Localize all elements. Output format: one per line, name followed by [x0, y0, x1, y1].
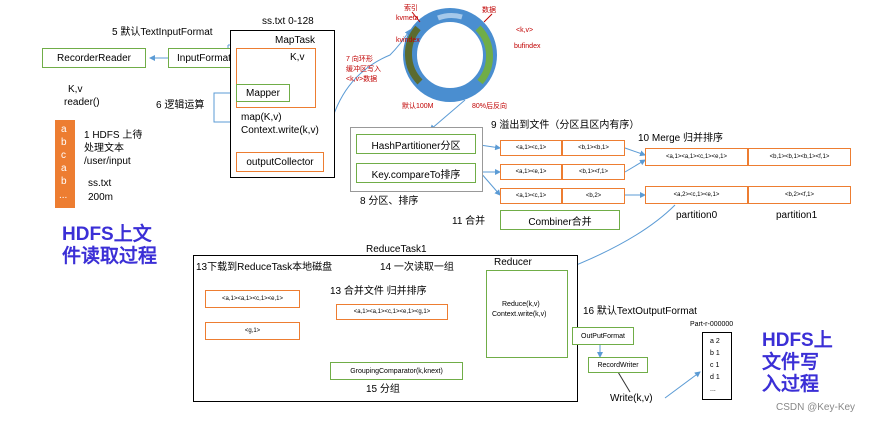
step1-line3: /user/input — [84, 156, 131, 167]
part-line: b 1 — [710, 350, 720, 357]
hdfs-read-title: HDFS上文 件读取过程 — [62, 224, 157, 268]
file-name: ss.txt — [88, 178, 112, 189]
reverse-label: 80%后反向 — [472, 103, 508, 110]
step8-label: 8 分区、排序 — [360, 196, 419, 207]
file-size: 200m — [88, 192, 114, 203]
step1-line2: 处理文本 — [84, 143, 124, 154]
record-writer-box: RecordWriter — [588, 357, 648, 373]
default-size-label: 默认100M — [402, 103, 434, 110]
downloaded-file-1: <a,1><a,1><c,1><e,1> — [205, 290, 300, 308]
step13-merge-label: 13 合并文件 归并排序 — [330, 286, 427, 297]
maptask-name: MapTask — [275, 35, 316, 46]
step5-label: 5 默认TextInputFormat — [112, 27, 213, 38]
step7-line2: 缓冲区写入 — [346, 66, 381, 73]
step9-label: 9 溢出到文件（分区且区内有序） — [491, 120, 640, 131]
file-char: a — [61, 124, 67, 135]
partition0-label: partition0 — [676, 210, 718, 221]
step16-label: 16 默认TextOutputFormat — [583, 306, 697, 317]
map-function-frame — [236, 48, 316, 108]
step11-label: 11 合并 — [452, 216, 486, 227]
bufindex-label: bufindex — [514, 43, 541, 50]
combine-cell: <a,2><c,1><e,1> — [645, 186, 748, 204]
output-collector-box: outputCollector — [236, 152, 324, 172]
file-char: c — [61, 150, 66, 161]
recorder-reader-box: RecorderReader — [42, 48, 146, 68]
file-char: b — [61, 176, 67, 187]
hdfs-write-title: HDFS上 文件写 入过程 — [762, 330, 833, 396]
hash-partitioner-box: HashPartitioner分区 — [356, 134, 476, 154]
step7-line3: <k,v>数据 — [346, 76, 378, 83]
hdfs-write-title-line3: 入过程 — [762, 374, 820, 395]
map-code-1: map(K,v) — [241, 112, 282, 123]
merge-cell: <b,1><b,1><b,1><f,1> — [748, 148, 851, 166]
combiner-box: Combiner合并 — [500, 210, 620, 230]
hdfs-write-title-line1: HDFS上 — [762, 330, 833, 351]
kvindex-label: kvindex — [396, 37, 420, 44]
map-code-2: Context.write(k,v) — [241, 125, 319, 136]
merge-cell: <a,1><a,1><c,1><e,1> — [645, 148, 748, 166]
watermark: CSDN @Key-Key — [776, 402, 856, 413]
reducer-box — [486, 270, 568, 358]
spill-cell: <a,1><c,1> — [500, 140, 562, 156]
input-format-box: InputFormat — [168, 48, 240, 68]
step6-label: 6 逻辑运算 — [156, 100, 205, 111]
grouping-comparator-box: GroupingComparator(k,knext) — [330, 362, 463, 380]
spill-cell: <a,1><c,1> — [500, 188, 562, 204]
spill-cell: <b,2> — [562, 188, 625, 204]
kv-label: K,v — [68, 84, 83, 95]
reader-label: reader() — [64, 97, 100, 108]
reducer-label: Reducer — [494, 257, 532, 268]
step13-download-label: 13下载到ReduceTask本地磁盘 — [196, 262, 333, 273]
step1-line1: 1 HDFS 上待 — [84, 130, 143, 141]
step14-label: 14 一次读取一组 — [380, 262, 454, 273]
maptask-kv: K,v — [290, 52, 305, 63]
merged-file: <a,1><a,1><c,1><e,1><g,1> — [336, 304, 448, 320]
output-format-box: OutPutFormat — [572, 327, 634, 345]
part-line: ... — [710, 386, 716, 393]
compare-to-box: Key.compareTo排序 — [356, 163, 476, 183]
maptask-title: ss.txt 0-128 — [262, 16, 314, 27]
index-label: 索引 — [404, 5, 418, 12]
write-label: Write(k,v) — [610, 393, 653, 404]
reduce-call: Reduce(k,v) — [502, 301, 540, 308]
ring-kv-label: <k,v> — [516, 27, 534, 34]
context-write: Context.write(k,v) — [492, 311, 547, 318]
mapper-box: Mapper — [236, 84, 290, 102]
reducetask-title: ReduceTask1 — [366, 244, 427, 255]
part-line: d 1 — [710, 374, 720, 381]
partition1-label: partition1 — [776, 210, 818, 221]
hdfs-file-block: a b c a b ... — [55, 120, 75, 208]
kvmeta-label: kvmeta — [396, 15, 419, 22]
step15-label: 15 分组 — [366, 384, 400, 395]
part-file-name: Part-r-000000 — [690, 321, 734, 328]
file-char: b — [61, 137, 67, 148]
spill-cell: <b,1><f,1> — [562, 164, 625, 180]
downloaded-file-2: <g,1> — [205, 322, 300, 340]
data-label: 数据 — [482, 7, 496, 14]
part-line: c 1 — [710, 362, 720, 369]
step10-label: 10 Merge 归并排序 — [638, 133, 724, 144]
file-char: a — [61, 163, 67, 174]
combine-cell: <b,2><f,1> — [748, 186, 851, 204]
part-line: a 2 — [710, 338, 720, 345]
spill-cell: <b,1><b,1> — [562, 140, 625, 156]
step7-line1: 7 向环形 — [346, 56, 373, 63]
spill-cell: <a,1><e,1> — [500, 164, 562, 180]
file-char: ... — [59, 190, 68, 201]
hdfs-read-title-line1: HDFS上文 — [62, 224, 152, 245]
part-file-box: a 2 b 1 c 1 d 1 ... — [702, 332, 732, 400]
hdfs-read-title-line2: 件读取过程 — [62, 246, 158, 267]
hdfs-write-title-line2: 文件写 — [762, 352, 820, 373]
